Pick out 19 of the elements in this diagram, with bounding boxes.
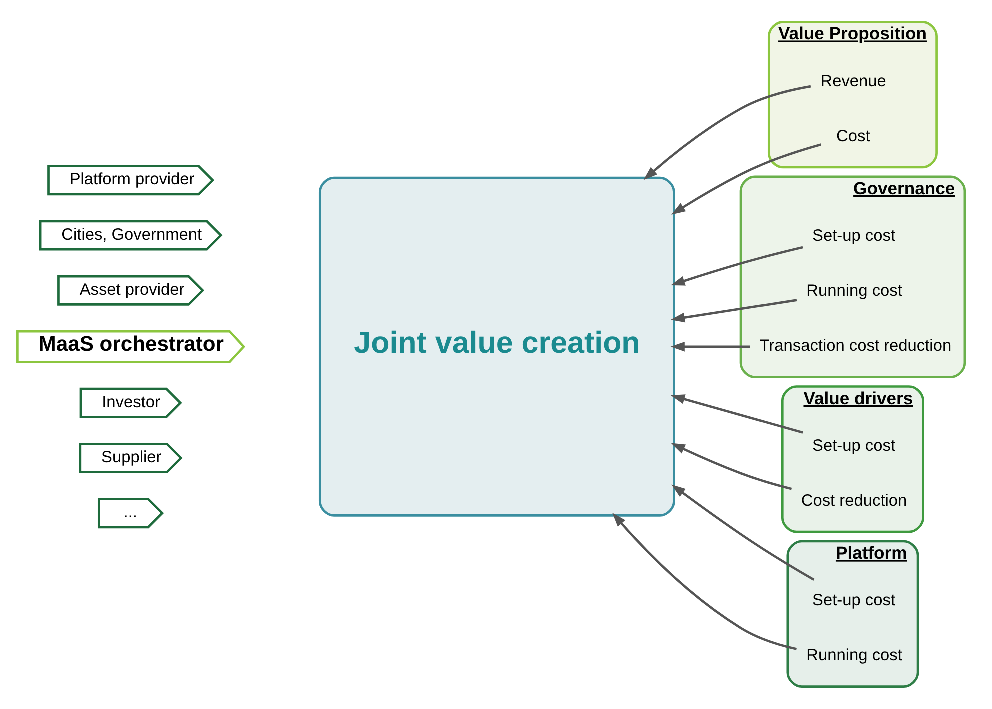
node-text: Transaction cost reduction — [760, 337, 952, 356]
arrow — [612, 513, 798, 650]
node-text: Running cost — [806, 282, 902, 300]
arrow — [672, 144, 822, 215]
arrow — [670, 299, 798, 323]
node-text: Cost — [836, 127, 870, 146]
arrow — [670, 394, 804, 434]
arrow — [670, 342, 750, 352]
arrow — [644, 85, 812, 180]
node-text: Revenue — [820, 72, 886, 90]
node-text: Set-up cost — [812, 436, 896, 455]
arrow — [670, 246, 804, 286]
arrow — [672, 484, 815, 582]
node-text: Cost reduction — [801, 492, 908, 510]
node-text: Set-up cost — [812, 592, 896, 610]
arrow — [671, 443, 792, 490]
node-box: Joint value creation — [318, 176, 676, 517]
node-text: Running cost — [806, 646, 902, 665]
node-text: Set-up cost — [812, 227, 896, 246]
